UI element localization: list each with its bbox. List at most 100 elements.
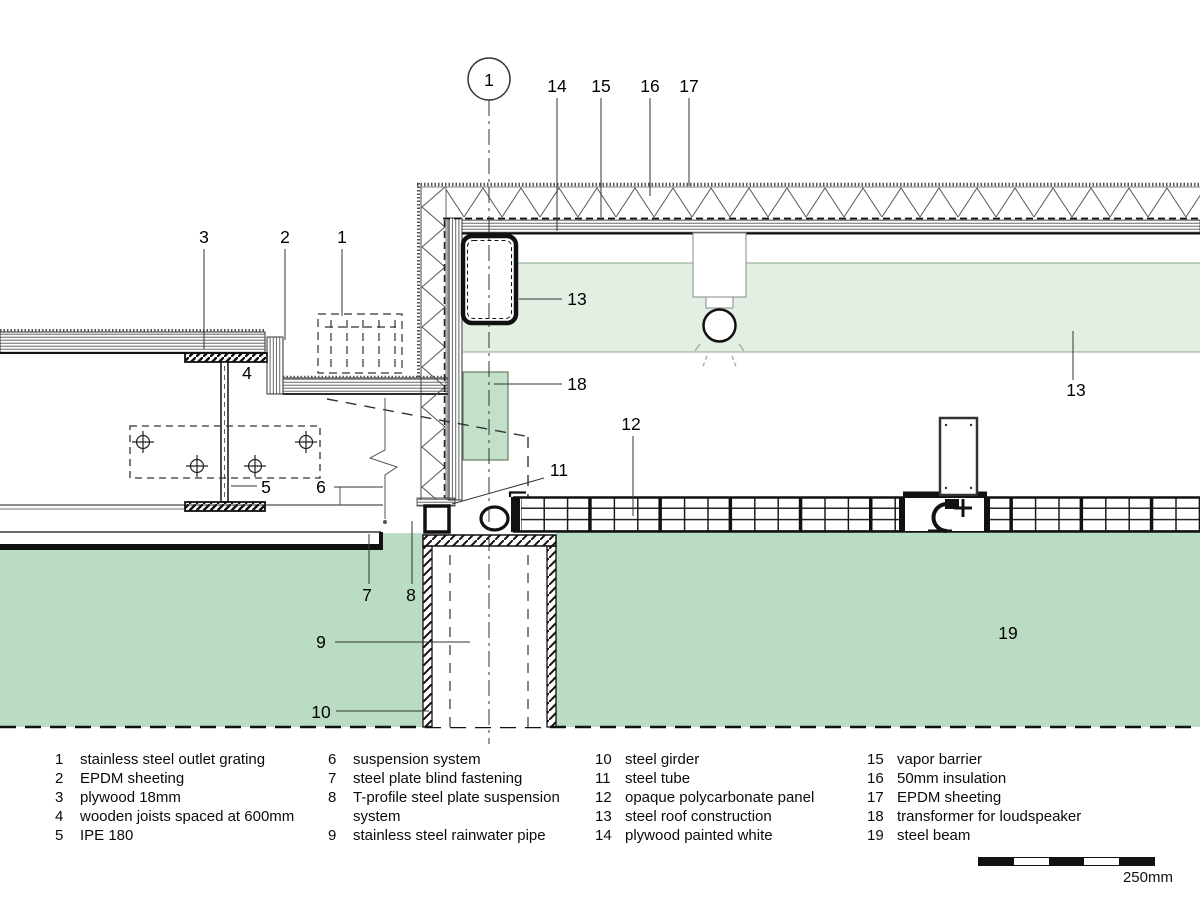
legend-label: T-profile steel plate suspension system (353, 789, 560, 825)
legend-num: 10 (595, 751, 612, 768)
transformer-18 (462, 371, 509, 461)
legend-label: steel beam (897, 827, 971, 844)
legend-label: opaque polycarbonate panel (625, 789, 815, 806)
callout-2: 2 (280, 227, 290, 247)
left-deck (0, 329, 267, 354)
scale-segment (1049, 858, 1084, 865)
legend-label: IPE 180 (80, 827, 134, 844)
green-area-left (0, 533, 423, 727)
scale-segment (979, 858, 1014, 865)
legend-item: 18 transformer for loudspeaker (867, 807, 1127, 826)
callout-10: 10 (311, 702, 331, 722)
legend-num: 16 (867, 770, 884, 787)
legend-num: 12 (595, 789, 612, 806)
legend-num: 9 (328, 827, 337, 844)
legend-item: 10 steel girder (595, 750, 850, 769)
callout-leaders (203, 98, 1074, 712)
legend-item: 19 steel beam (867, 826, 1127, 845)
callout-11: 11 (550, 460, 568, 480)
legend-label: EPDM sheeting (80, 770, 185, 787)
legend-num: 14 (595, 827, 612, 844)
legend-num: 4 (55, 808, 64, 825)
legend-num: 17 (867, 789, 884, 806)
legend-num: 8 (328, 789, 337, 806)
legend-label: stainless steel rainwater pipe (353, 827, 546, 844)
epdm-edge-strip (266, 336, 284, 395)
legend-item: 14 plywood painted white (595, 826, 850, 845)
scale-segment (1119, 858, 1154, 865)
legend-num: 7 (328, 770, 337, 787)
callout-13-right: 13 (1066, 380, 1085, 400)
outlet-grating (317, 313, 403, 374)
steel-roof-zone-13 (463, 262, 1200, 353)
legend-item: 13 steel roof construction (595, 807, 850, 826)
legend-item: 4 wooden joists spaced at 600mm (55, 807, 345, 826)
callout-5: 5 (261, 477, 271, 497)
ceiling-fastening (0, 504, 383, 550)
ipe-beam (184, 352, 268, 512)
callout-4: 4 (242, 363, 252, 383)
legend-num: 19 (867, 827, 884, 844)
legend-item: 8 T-profile steel plate suspension system (328, 788, 588, 826)
parapet-strips (417, 183, 463, 501)
break-line-symbol (339, 398, 399, 524)
callout-15: 15 (591, 76, 610, 96)
callout-16: 16 (640, 76, 659, 96)
legend-label: plywood 18mm (80, 789, 181, 806)
callout-18: 18 (567, 374, 586, 394)
scale-segment (1014, 858, 1049, 865)
legend-num: 13 (595, 808, 612, 825)
legend-item: 9 stainless steel rainwater pipe (328, 826, 588, 845)
loudspeaker (692, 232, 747, 370)
legend-label: EPDM sheeting (897, 789, 1002, 806)
callout-19: 19 (998, 623, 1017, 643)
legend-label: stainless steel outlet grating (80, 751, 266, 768)
legend-item: 2 EPDM sheeting (55, 769, 345, 788)
square-steel-tube-11 (423, 504, 451, 534)
callout-7: 7 (362, 585, 372, 605)
callout-17: 17 (679, 76, 698, 96)
callout-14: 14 (547, 76, 567, 96)
scale-segment (1084, 858, 1119, 865)
callout-13-left: 13 (567, 289, 586, 309)
legend-label: suspension system (353, 751, 481, 768)
callout-9: 9 (316, 632, 326, 652)
legend-item: 5 IPE 180 (55, 826, 345, 845)
green-area-right-19 (556, 532, 1200, 727)
scale-bar (978, 857, 1155, 866)
roof-buildup (417, 182, 1200, 235)
section-marker-number: 1 (484, 70, 494, 90)
callout-labels: 3 2 1 14 15 16 17 4 5 6 13 18 11 12 13 1… (199, 76, 1086, 722)
legend-item: 15 vapor barrier (867, 750, 1127, 769)
callout-8: 8 (406, 585, 416, 605)
legend-label: wooden joists spaced at 600mm (80, 808, 295, 825)
legend-num: 11 (595, 770, 611, 787)
legend-num: 18 (867, 808, 884, 825)
legend-num: 5 (55, 827, 64, 844)
legend-label: vapor barrier (897, 751, 983, 768)
legend-num: 15 (867, 751, 884, 768)
callout-1: 1 (337, 227, 347, 247)
legend-label: transformer for loudspeaker (897, 808, 1082, 825)
legend-num: 3 (55, 789, 64, 806)
legend-item: 6 suspension system (328, 750, 588, 769)
callout-12: 12 (621, 414, 640, 434)
polycarbonate-panel (479, 491, 1200, 533)
legend-label: steel girder (625, 751, 700, 768)
legend-num: 6 (328, 751, 337, 768)
legend-label: steel roof construction (625, 808, 772, 825)
bolt-plate (129, 425, 321, 479)
legend-label: plywood painted white (625, 827, 773, 844)
legend-column-3: 10 steel girder 11 steel tube 12 opaque pol… (595, 750, 850, 845)
legend-num: 2 (55, 770, 64, 787)
scale-label: 250mm (1122, 869, 1173, 886)
legend-label: steel tube (625, 770, 691, 787)
legend-item: 17 EPDM sheeting (867, 788, 1127, 807)
